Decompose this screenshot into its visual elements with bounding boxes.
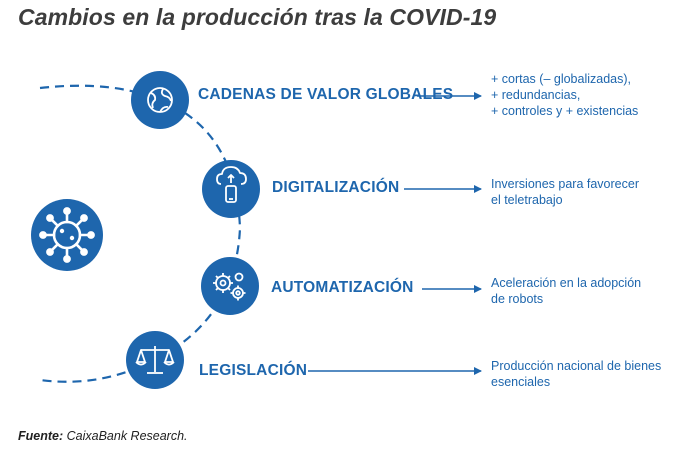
desc-line: de robots [491,292,544,306]
desc-cadenas: + cortas (– globalizadas), + redundancia… [491,71,638,119]
label-digitalizacion: DIGITALIZACIÓN [272,179,400,196]
source-text: CaixaBank Research. [63,429,188,443]
desc-line: el teletrabajo [491,193,563,207]
label-automatizacion: AUTOMATIZACIÓN [271,279,414,296]
node-cadenas [131,71,189,129]
desc-line: Inversiones para favorecer [491,177,639,191]
source-note: Fuente: CaixaBank Research. [18,429,188,443]
node-legislacion [126,331,184,389]
gears-icon [213,272,246,301]
cloud-phone-icon [216,166,247,203]
desc-line: Aceleración en la adopción [491,276,642,290]
virus-icon [39,207,95,263]
desc-legislacion: Producción nacional de bienes esenciales [491,358,661,390]
desc-digitalizacion: Inversiones para favorecer el teletrabaj… [491,176,639,208]
desc-line: Producción nacional de bienes [491,359,662,373]
desc-line: esenciales [491,375,551,389]
desc-line: + redundancias, [491,88,581,102]
scales-icon [135,346,175,374]
page-title: Cambios en la producción tras la COVID-1… [18,4,497,30]
globe-icon [147,87,173,113]
desc-line: + cortas (– globalizadas), [491,72,632,86]
center-node [31,199,103,271]
node-automatizacion [201,257,259,315]
source-prefix: Fuente: [18,429,64,443]
node-digitalizacion [202,160,260,218]
desc-line: + controles y + existencias [491,104,639,118]
desc-automatizacion: Aceleración en la adopción de robots [491,275,641,307]
label-cadenas: CADENAS DE VALOR GLOBALES [198,86,454,103]
label-legislacion: LEGISLACIÓN [199,362,308,379]
